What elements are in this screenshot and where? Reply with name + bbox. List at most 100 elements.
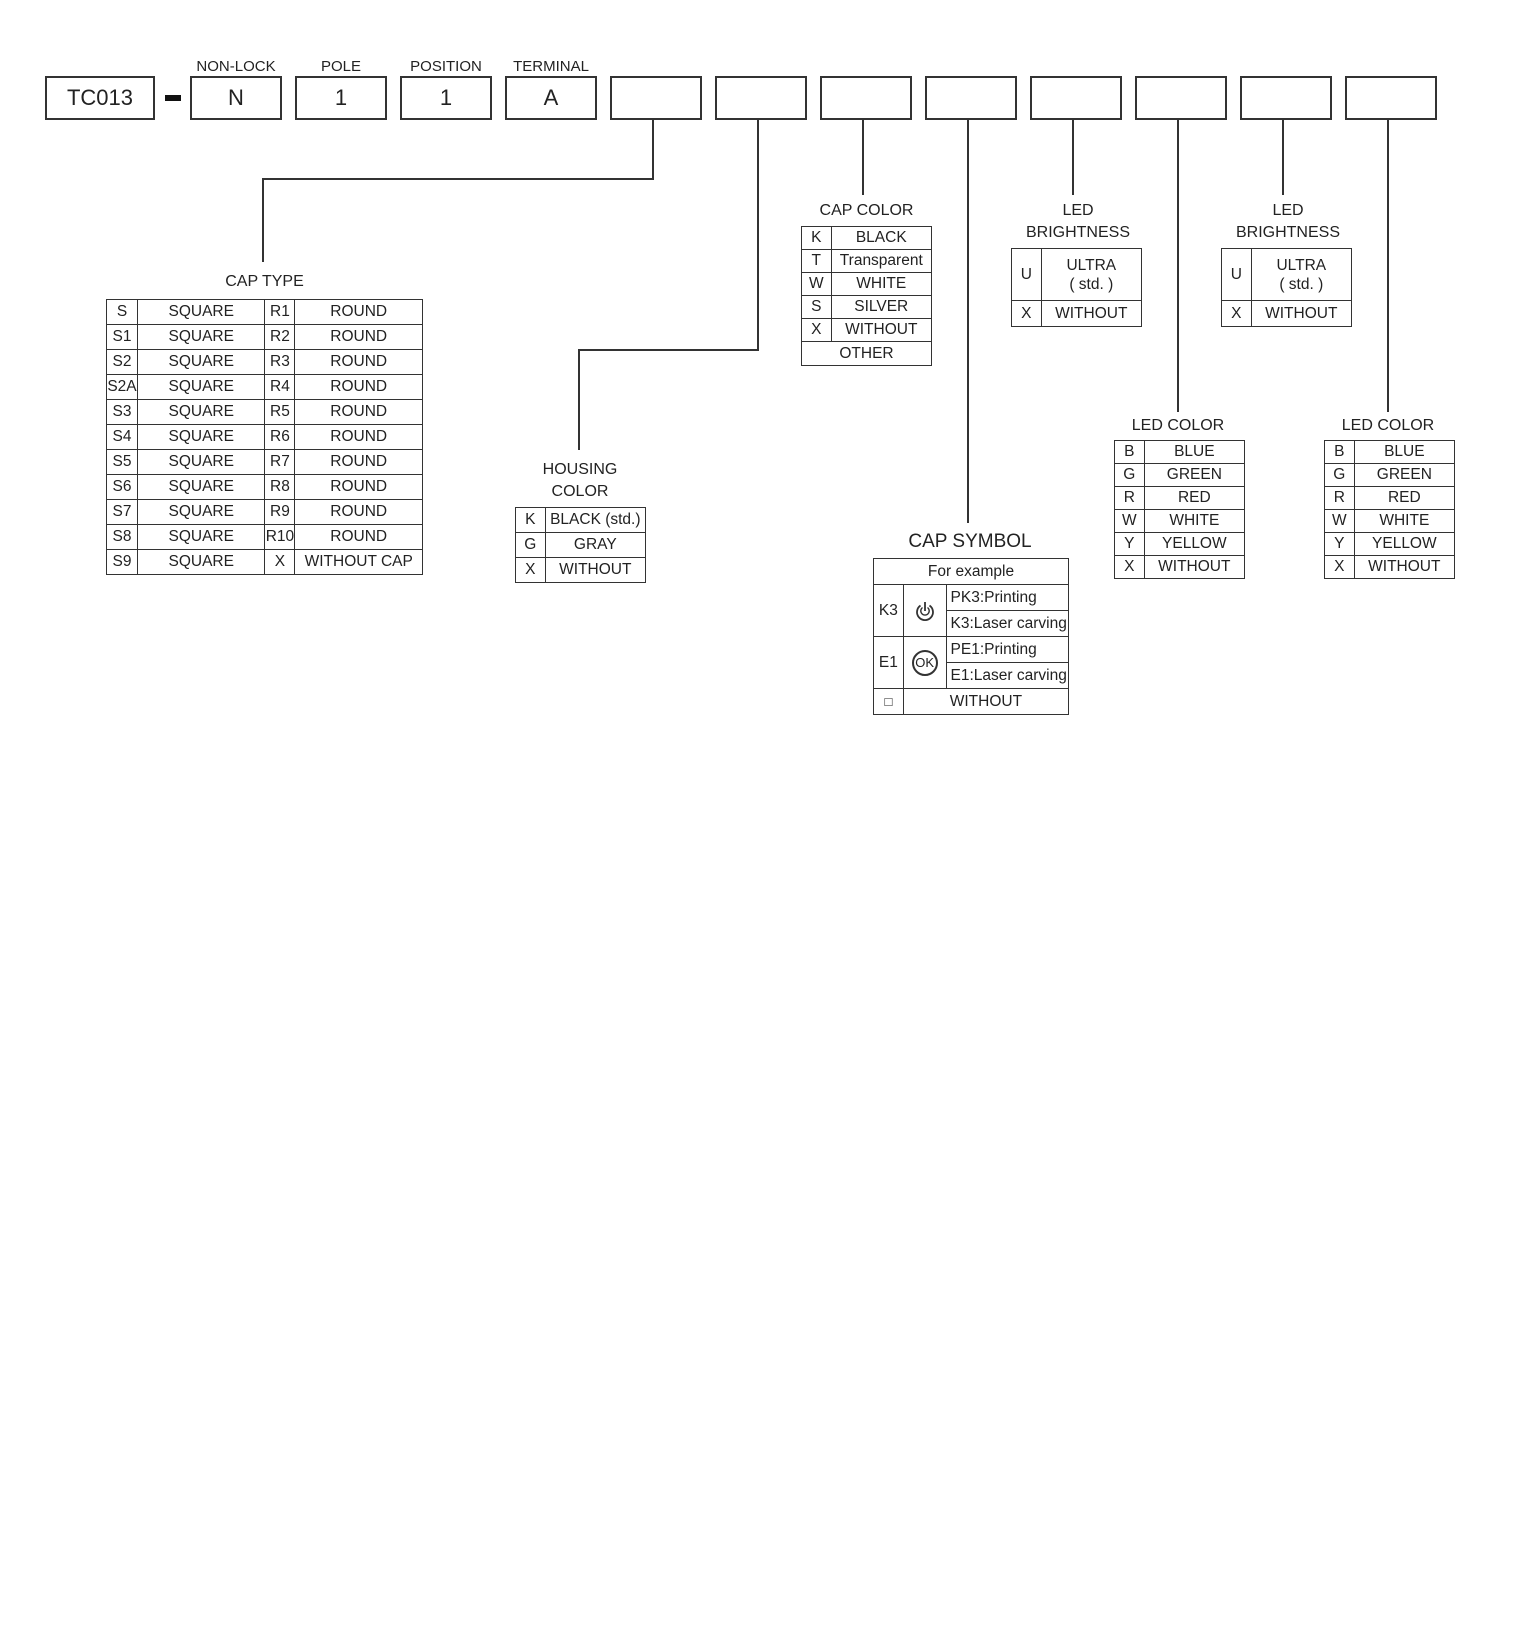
led-brightness-2-u-cell: ULTRA ( std. ): [1250, 248, 1353, 301]
cap-symbol-k3-code: K3: [873, 584, 904, 637]
cap-type-row-cell: R5: [264, 399, 296, 425]
cap-type-row-cell: S8: [106, 524, 138, 550]
led-brightness-1-u-code: U: [1011, 248, 1042, 301]
led-color-1-row-cell: GREEN: [1143, 463, 1246, 487]
field-label-position: POSITION: [410, 58, 482, 75]
cap-color-row-cell: WHITE: [830, 272, 933, 296]
cap-type-row-cell: S9: [106, 549, 138, 575]
cap-type-row-cell: SQUARE: [136, 349, 266, 375]
field-box-terminal[interactable]: A: [505, 76, 597, 120]
led-color-1-row-cell: W: [1114, 509, 1145, 533]
cap-type-row-cell: ROUND: [294, 324, 423, 350]
cap-symbol-e1-print: PE1:Printing: [945, 636, 1070, 663]
cap-type-row-cell: ROUND: [294, 449, 423, 475]
led-brightness-2-table: U ULTRA ( std. ) X WITHOUT: [1221, 248, 1353, 327]
cap-type-row-cell: S4: [106, 424, 138, 450]
led-brightness-1-u-line2: ( std. ): [1069, 275, 1114, 293]
housing-color-row-cell: X: [515, 557, 546, 583]
led-brightness-2-x-text: WITHOUT: [1250, 300, 1353, 327]
ok-icon: OK: [902, 636, 947, 689]
cap-type-row-cell: R8: [264, 474, 296, 500]
field-box-cap-color[interactable]: [820, 76, 912, 120]
field-box-led-brightness-2[interactable]: [1240, 76, 1332, 120]
cap-color-row-cell: T: [801, 249, 832, 273]
field-box-cap-symbol[interactable]: [925, 76, 1017, 120]
cap-color-row-cell: W: [801, 272, 832, 296]
cap-type-row-cell: ROUND: [294, 499, 423, 525]
cap-type-row-cell: S1: [106, 324, 138, 350]
cap-type-row-cell: R9: [264, 499, 296, 525]
field-box-cap-type[interactable]: [610, 76, 702, 120]
led-brightness-1-table: U ULTRA ( std. ) X WITHOUT: [1011, 248, 1143, 327]
led-color-1-row-cell: G: [1114, 463, 1145, 487]
cap-type-row-cell: S6: [106, 474, 138, 500]
field-box-position[interactable]: 1: [400, 76, 492, 120]
cap-symbol-title: CAP SYMBOL: [908, 531, 1032, 552]
field-label-pole: POLE: [320, 58, 362, 75]
field-box-pole[interactable]: 1: [295, 76, 387, 120]
led-brightness-2-title-2: BRIGHTNESS: [1235, 224, 1340, 241]
led-brightness-1-u-line1: ULTRA: [1066, 256, 1117, 274]
cap-color-row-cell: X: [801, 318, 832, 342]
cap-type-row-cell: ROUND: [294, 349, 423, 375]
field-box-led-brightness-1[interactable]: [1030, 76, 1122, 120]
led-brightness-1-x-code: X: [1011, 300, 1042, 327]
cap-type-row-cell: SQUARE: [136, 524, 266, 550]
field-label-non-lock: NON-LOCK: [196, 58, 276, 75]
led-brightness-1-u-cell: ULTRA ( std. ): [1040, 248, 1143, 301]
housing-color-row-cell: WITHOUT: [544, 557, 647, 583]
cap-type-row-cell: SQUARE: [136, 374, 266, 400]
field-box-led-color-2[interactable]: [1345, 76, 1437, 120]
cap-type-row-cell: S7: [106, 499, 138, 525]
led-color-1-row-cell: B: [1114, 440, 1145, 464]
cap-type-row-cell: SQUARE: [136, 299, 266, 325]
cap-type-row-cell: SQUARE: [136, 474, 266, 500]
led-color-2-row-cell: Y: [1324, 532, 1355, 556]
cap-type-row-cell: ROUND: [294, 524, 423, 550]
field-box-led-color-1[interactable]: [1135, 76, 1227, 120]
cap-type-row-cell: S3: [106, 399, 138, 425]
cap-color-row-cell: SILVER: [830, 295, 933, 319]
code-dash: [165, 95, 181, 101]
field-box-non-lock[interactable]: N: [190, 76, 282, 120]
cap-type-row-cell: ROUND: [294, 374, 423, 400]
led-color-1-row-cell: X: [1114, 555, 1145, 579]
led-color-2-row-cell: G: [1324, 463, 1355, 487]
field-box-housing-color[interactable]: [715, 76, 807, 120]
cap-symbol-without-code: □: [873, 688, 904, 715]
led-color-2-row-cell: WITHOUT: [1353, 555, 1456, 579]
ok-icon-ring: OK: [911, 649, 938, 676]
cap-type-row-cell: S5: [106, 449, 138, 475]
led-brightness-1-title-2: BRIGHTNESS: [1025, 224, 1130, 241]
housing-color-row-cell: GRAY: [544, 532, 647, 558]
housing-color-title-1: HOUSING: [542, 461, 618, 478]
cap-type-row-cell: S: [106, 299, 138, 325]
cap-type-row-cell: S2: [106, 349, 138, 375]
cap-type-row-cell: S2A: [106, 374, 138, 400]
